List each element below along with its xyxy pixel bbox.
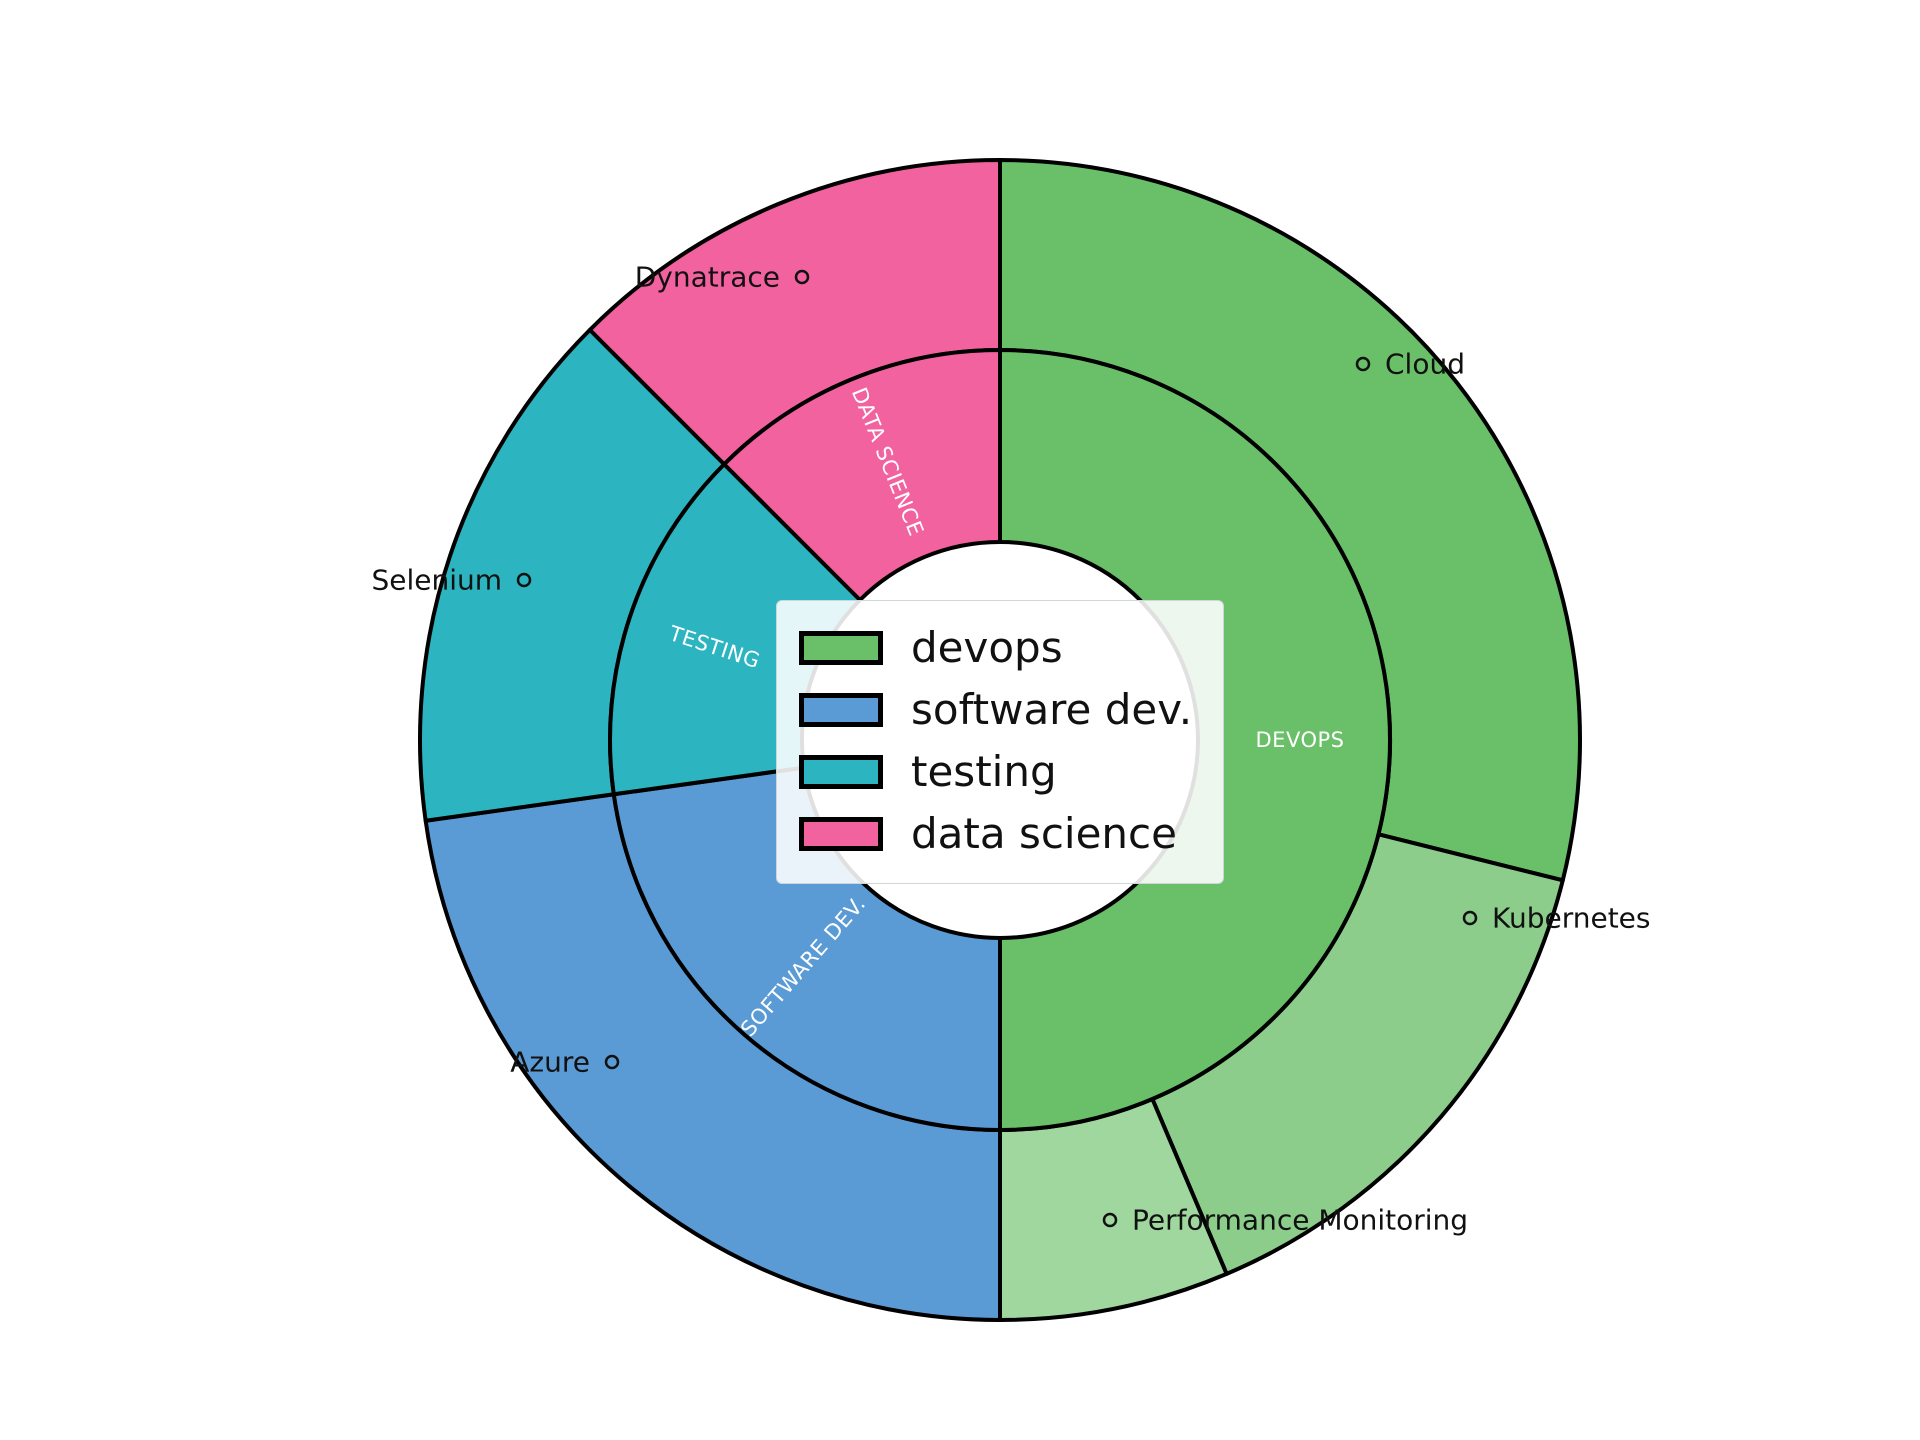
legend-swatch-devops: [799, 631, 883, 665]
leaf-marker-kubernetes: [1462, 910, 1478, 926]
inner-sector-data-science[interactable]: [722, 348, 1002, 602]
legend-item-testing[interactable]: testing: [799, 741, 1201, 803]
legend-label-devops: devops: [911, 623, 1063, 672]
legend-item-devops[interactable]: devops: [799, 617, 1201, 679]
leaf-label-dynatrace: Dynatrace: [635, 261, 780, 294]
leaf-marker-dynatrace: [794, 269, 810, 285]
legend-item-data-science[interactable]: data science: [799, 803, 1201, 865]
inner-sector-software-dev[interactable]: [611, 765, 1002, 1132]
leaf-marker-performance-monitoring: [1102, 1212, 1118, 1228]
legend-swatch-data-science: [799, 817, 883, 851]
leaf-marker-azure: [604, 1054, 620, 1070]
leaf-label-azure: Azure: [510, 1046, 590, 1079]
leaf-marker-cloud: [1355, 356, 1371, 372]
legend-box: devops software dev. testing data scienc…: [776, 600, 1224, 884]
legend-label-testing: testing: [911, 747, 1057, 796]
leaf-label-selenium: Selenium: [371, 564, 502, 597]
leaf-label-cloud: Cloud: [1385, 348, 1465, 381]
outer-ring-sectors: [418, 158, 1582, 1322]
legend-label-software-dev: software dev.: [911, 685, 1193, 734]
legend-swatch-testing: [799, 755, 883, 789]
leaf-marker-selenium: [516, 572, 532, 588]
inner-sector-label-devops: DEVOPS: [1256, 728, 1345, 752]
legend-label-data-science: data science: [911, 809, 1177, 858]
leaf-label-performance-monitoring: Performance Monitoring: [1132, 1204, 1468, 1237]
legend-swatch-software-dev: [799, 693, 883, 727]
leaf-label-kubernetes: Kubernetes: [1492, 902, 1651, 935]
legend-item-software-dev[interactable]: software dev.: [799, 679, 1201, 741]
